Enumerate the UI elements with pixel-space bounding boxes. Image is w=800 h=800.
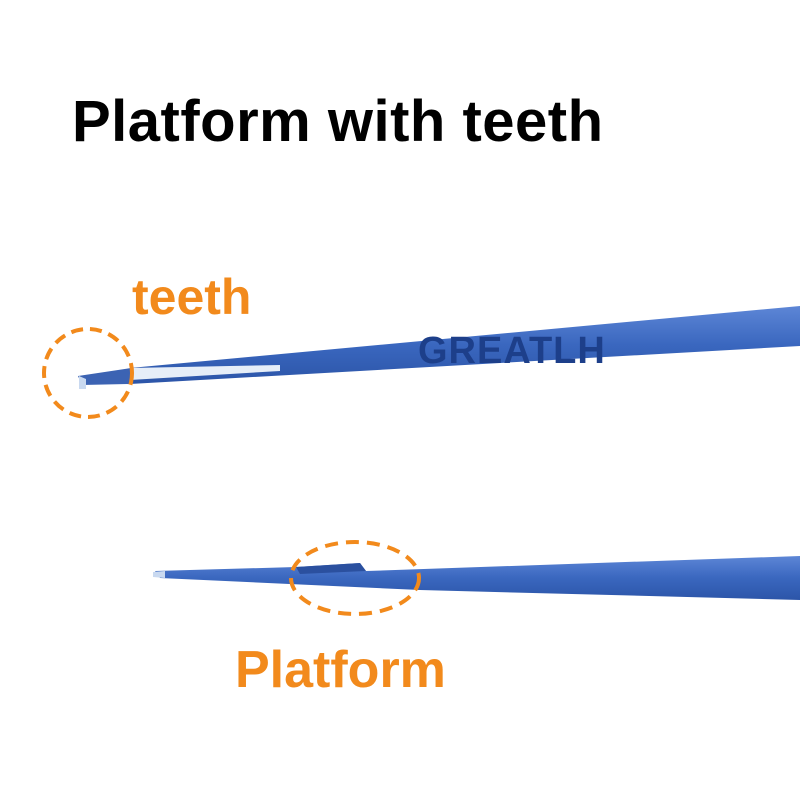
teeth-label: teeth <box>132 269 252 325</box>
lower-tweezer-arm <box>153 556 800 600</box>
platform-label: Platform <box>235 641 446 699</box>
upper-tweezer-arm <box>78 306 800 389</box>
brand-logo: GREATLH <box>418 330 606 372</box>
platform-callout-circle <box>289 540 421 616</box>
teeth-callout-circle <box>42 327 134 419</box>
page-title: Platform with teeth <box>72 89 604 154</box>
